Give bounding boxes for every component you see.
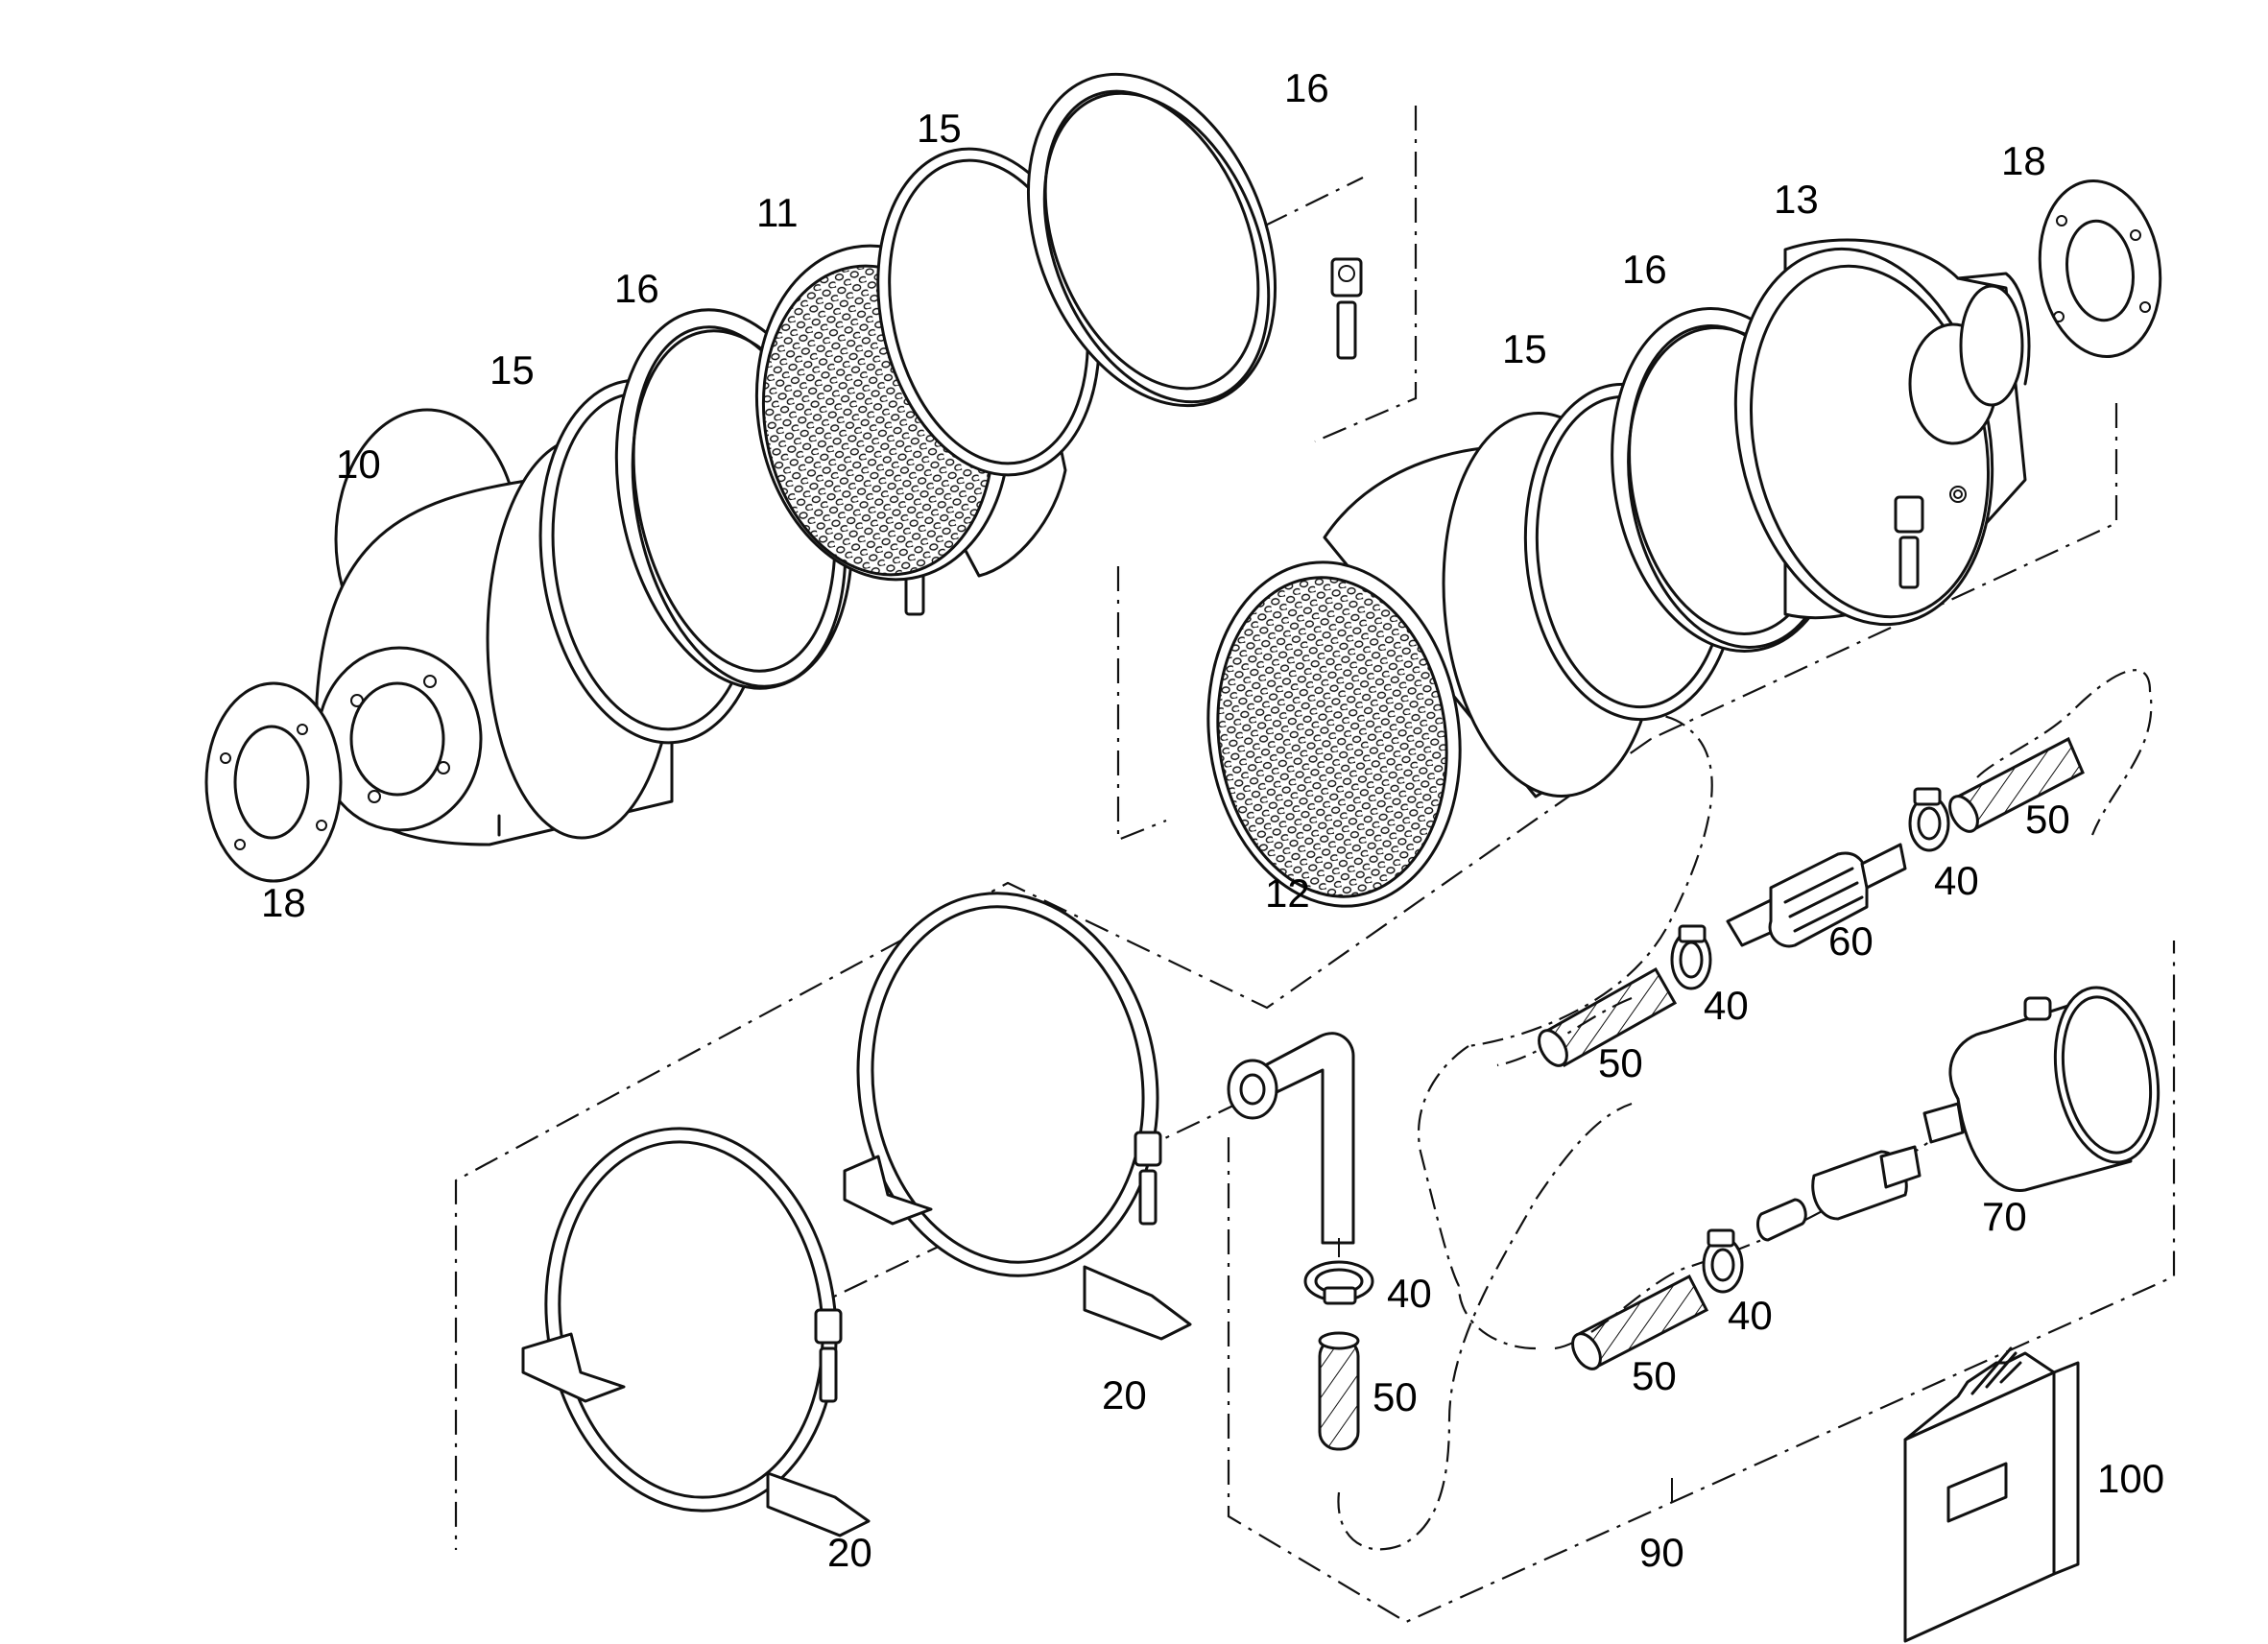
flange-18-right — [2038, 179, 2162, 359]
callout-13: 13 — [1774, 177, 1819, 222]
callout-40-c: 40 — [1934, 858, 1979, 903]
callout-18-right: 18 — [2001, 138, 2046, 183]
callout-40-b: 40 — [1704, 983, 1749, 1028]
callout-16-left: 16 — [614, 266, 659, 311]
hose-50-c — [1948, 736, 2085, 833]
elbow-pipe — [1227, 1032, 1355, 1245]
fuel-filter-60 — [1726, 843, 1907, 948]
leader-lines — [1338, 1238, 1673, 1502]
fuel-pump-70 — [1922, 986, 2161, 1192]
hose-clip-40-c — [1908, 787, 1950, 852]
callout-15-upper: 15 — [917, 106, 962, 151]
callout-50-d: 50 — [1632, 1353, 1677, 1398]
callout-15-right-val: 15 — [1502, 326, 1547, 371]
callout-100: 100 — [2097, 1456, 2164, 1501]
mounting-clamp-20-front — [521, 1127, 871, 1537]
callout-70: 70 — [1982, 1194, 2027, 1239]
end-cap-13 — [1733, 238, 2031, 627]
mounting-clamp-20-rear — [843, 892, 1192, 1341]
callout-60: 60 — [1828, 918, 1874, 964]
hose-clip-40-b — [1670, 924, 1712, 990]
callout-16-right: 16 — [1622, 247, 1667, 292]
callout-15-left: 15 — [489, 347, 535, 393]
hose-clip-40-a — [1303, 1260, 1374, 1305]
callout-11: 11 — [756, 190, 799, 235]
fitting-union — [1811, 1145, 1922, 1221]
callout-10: 10 — [336, 441, 381, 487]
callout-labels: 10 11 12 13 15 15 15 16 16 16 18 18 20 2… — [261, 65, 2164, 1575]
hose-50-b — [1538, 966, 1678, 1068]
callout-50-c: 50 — [2025, 797, 2070, 842]
clamp-16-upper — [1026, 72, 1363, 408]
flange-18-left — [204, 681, 343, 883]
callout-18-left: 18 — [261, 880, 306, 925]
callout-40-a: 40 — [1387, 1271, 1432, 1316]
callout-90: 90 — [1639, 1530, 1684, 1575]
callout-20-rear: 20 — [1102, 1372, 1147, 1418]
pipe-stub — [1756, 1198, 1807, 1242]
callout-12: 12 — [1265, 870, 1310, 916]
callout-16-upper: 16 — [1284, 65, 1329, 110]
hose-clip-40-d — [1702, 1228, 1744, 1294]
callout-20-front: 20 — [827, 1530, 872, 1575]
manual-booklet-100 — [1903, 1346, 2080, 1643]
callout-50-b: 50 — [1598, 1040, 1643, 1085]
hose-50-a — [1318, 1331, 1360, 1451]
hose-50-d — [1571, 1274, 1709, 1370]
callout-40-d: 40 — [1728, 1293, 1773, 1338]
callout-50-a: 50 — [1373, 1374, 1418, 1419]
